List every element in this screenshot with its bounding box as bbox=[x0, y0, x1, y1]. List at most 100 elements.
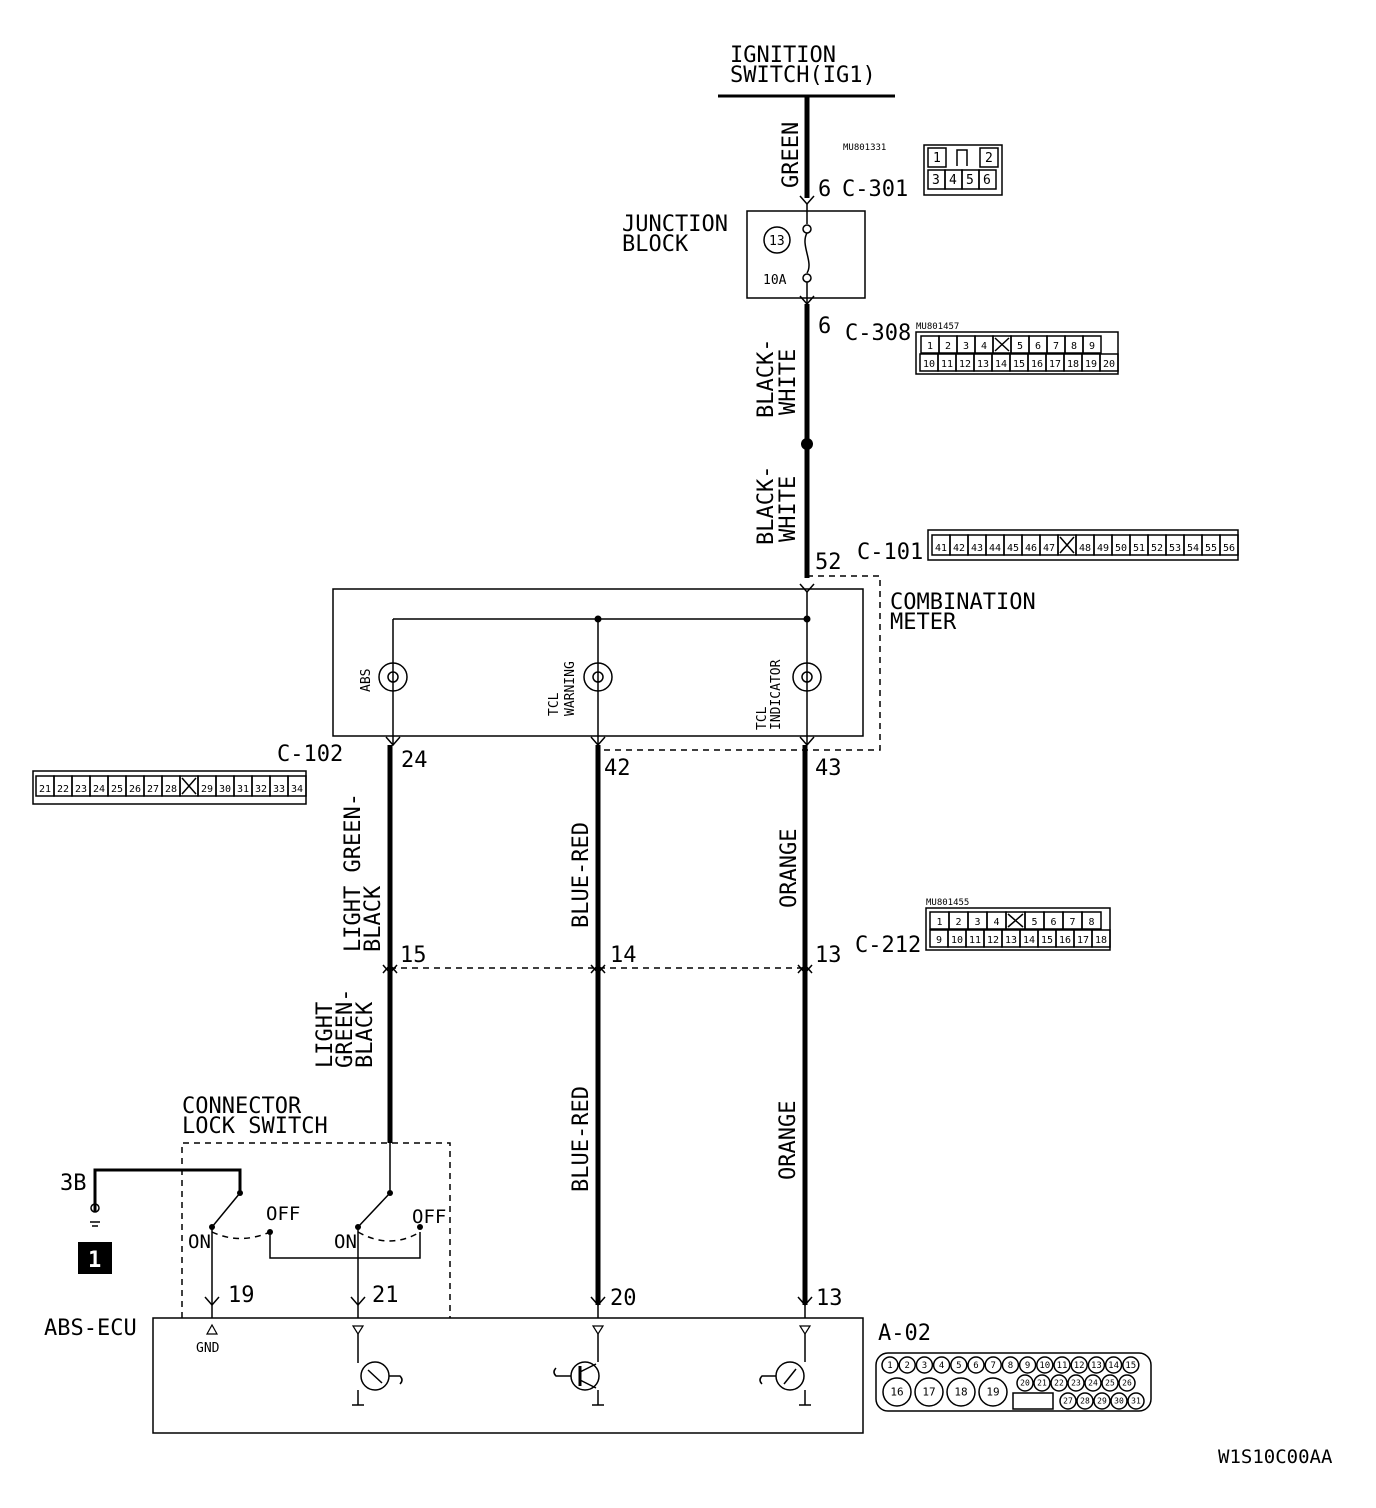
tcl-indicator-label-1: TCL bbox=[755, 706, 770, 730]
connector-pin-number: 16 bbox=[1059, 935, 1071, 946]
ecu-gnd-label: GND bbox=[196, 1341, 220, 1356]
wire-label-bw2-b: WHITE bbox=[776, 476, 801, 542]
connector-cell bbox=[978, 1377, 1008, 1407]
ignition-title-1: IGNITION bbox=[730, 43, 836, 68]
connector-cell bbox=[1122, 1356, 1140, 1374]
connector-pin-number: 21 bbox=[39, 784, 51, 795]
connector-pin-number: 4 bbox=[939, 1361, 944, 1371]
svg-text:5: 5 bbox=[966, 173, 974, 188]
connector-pin-number: 22 bbox=[1054, 1379, 1064, 1388]
connector-cell bbox=[1050, 1374, 1068, 1392]
wire-label-bw1-b: WHITE bbox=[776, 349, 801, 415]
connector-pin-number: 55 bbox=[1205, 543, 1217, 554]
connector-pin-number: 10 bbox=[1039, 1361, 1050, 1371]
wire-label-lgb1-b: BLACK bbox=[361, 885, 386, 952]
ecu-pin-20: 20 bbox=[610, 1286, 637, 1311]
svg-text:6: 6 bbox=[983, 173, 991, 188]
connector-pin-number: 3 bbox=[963, 341, 969, 352]
c301-name: C-301 bbox=[842, 177, 908, 202]
wire-label-green: GREEN bbox=[779, 122, 804, 188]
svg-text:1: 1 bbox=[88, 1248, 101, 1273]
c212-pin-13: 13 bbox=[815, 943, 842, 968]
connector-pin-number: 10 bbox=[923, 359, 935, 370]
connector-pin-number: 11 bbox=[941, 359, 953, 370]
ecu-pin-19: 19 bbox=[228, 1283, 255, 1308]
ecu-name: ABS-ECU bbox=[44, 1316, 137, 1341]
switch2-on-label: ON bbox=[334, 1231, 357, 1253]
connector-pin-number: 26 bbox=[129, 784, 141, 795]
connector-pin-number: 47 bbox=[1043, 543, 1055, 554]
junction-title-1: JUNCTION bbox=[622, 212, 728, 237]
connector-pin-number: 21 bbox=[1037, 1379, 1047, 1388]
connector-pin-number: 16 bbox=[1031, 359, 1043, 370]
connector-pin-number: 41 bbox=[935, 543, 947, 554]
connector-pin-number: 24 bbox=[93, 784, 105, 795]
splice-point bbox=[801, 438, 813, 450]
fuse-number: 13 bbox=[769, 234, 785, 249]
lock-switch-title-2: LOCK SWITCH bbox=[182, 1114, 328, 1139]
c212-name: C-212 bbox=[855, 933, 921, 958]
meter-dashed-outline bbox=[598, 575, 881, 751]
connector-cell bbox=[881, 1356, 899, 1374]
wire-label-br2: BLUE-RED bbox=[569, 1086, 594, 1192]
connector-pin-number: 28 bbox=[165, 784, 177, 795]
tcl-warning-label-1: TCL bbox=[547, 692, 562, 716]
fuse-link bbox=[804, 232, 810, 274]
connector-pin-number: 14 bbox=[1023, 935, 1035, 946]
svg-text:4: 4 bbox=[949, 173, 957, 188]
connector-cell bbox=[950, 1356, 968, 1374]
switch-blade-1 bbox=[211, 1192, 241, 1228]
connector-pin-number: 43 bbox=[971, 543, 983, 554]
connector-pin-number: 1 bbox=[927, 341, 933, 352]
connector-pin-number: 22 bbox=[57, 784, 69, 795]
connector-pin-number: 7 bbox=[1053, 341, 1059, 352]
connector-pin-number: 51 bbox=[1133, 543, 1145, 554]
c308-pin: 6 bbox=[818, 314, 831, 339]
junction-block bbox=[746, 210, 866, 299]
connector-pin-number: 6 bbox=[1050, 917, 1056, 928]
connector-cell bbox=[1091, 929, 1111, 948]
ecu-circuit-pin21 bbox=[351, 1325, 403, 1406]
connector-cell bbox=[1099, 353, 1119, 372]
connector-cell bbox=[1033, 1374, 1051, 1392]
connector-pin-number: 10 bbox=[951, 935, 963, 946]
connector-cell bbox=[1016, 1374, 1034, 1392]
wire-label-lgb2-c: BLACK bbox=[353, 1001, 378, 1068]
connector-pin-number: 8 bbox=[1008, 1361, 1013, 1371]
connector-pin-number: 20 bbox=[1103, 359, 1115, 370]
connector-cell bbox=[1076, 1392, 1094, 1410]
connector-pin-number: 4 bbox=[993, 917, 999, 928]
connector-pin-number: 1 bbox=[887, 1361, 892, 1371]
wire-label-or2: ORANGE bbox=[776, 1101, 801, 1180]
connector-pin-number: 31 bbox=[237, 784, 249, 795]
connector-cell bbox=[1059, 1392, 1077, 1410]
connector-cell bbox=[1087, 1356, 1106, 1374]
connector-pin-number: 8 bbox=[1088, 917, 1094, 928]
connector-blank-cell bbox=[1007, 913, 1024, 928]
c212-part: MU801455 bbox=[926, 898, 969, 908]
abs-ecu-box bbox=[152, 1317, 864, 1434]
connector-cell bbox=[932, 1356, 951, 1374]
connector-pin-number: 46 bbox=[1025, 543, 1037, 554]
connector-cell bbox=[1001, 1356, 1020, 1374]
connector-cell bbox=[967, 1356, 985, 1374]
connector-cell bbox=[1127, 1392, 1145, 1410]
wire-label-lgb1-a: LIGHT GREEN- bbox=[341, 793, 366, 952]
connector-pin-number: 26 bbox=[1122, 1379, 1132, 1388]
switch2-off-label: OFF bbox=[412, 1206, 446, 1228]
tcl-warning-lamp bbox=[583, 662, 613, 692]
connector-pin-number: 5 bbox=[1017, 341, 1023, 352]
connector-pin-number: 7 bbox=[990, 1361, 995, 1371]
a02-name: A-02 bbox=[878, 1321, 931, 1346]
connector-pin-number: 27 bbox=[147, 784, 159, 795]
tcl-warning-label-2: WARNING bbox=[563, 661, 578, 716]
svg-text:2: 2 bbox=[985, 151, 993, 166]
connector-cell bbox=[898, 1356, 916, 1374]
connector-pin-number: 24 bbox=[1088, 1379, 1098, 1388]
connector-cell bbox=[1081, 911, 1102, 930]
connector-pin-number: 2 bbox=[904, 1361, 909, 1371]
connector-pin-number: 2 bbox=[945, 341, 951, 352]
connector-pin-number: 20 bbox=[1020, 1379, 1030, 1388]
